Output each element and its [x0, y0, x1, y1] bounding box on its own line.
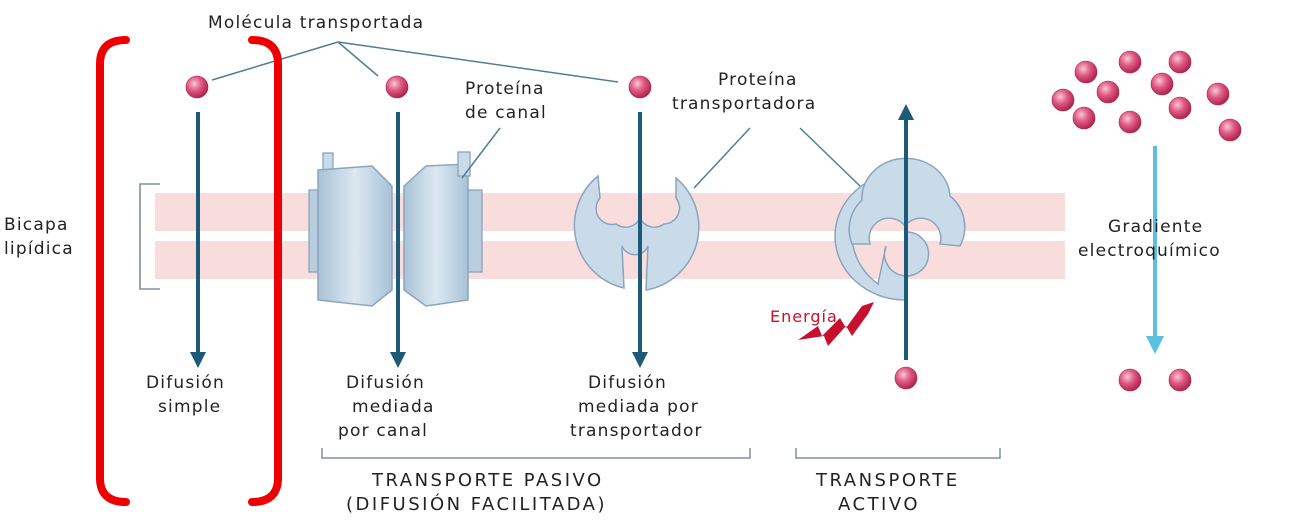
channel-diffusion-label-line1: Difusión	[346, 373, 425, 393]
channel-diffusion-arrowhead	[390, 352, 406, 368]
carrier-protein-pointers	[694, 128, 860, 188]
channel-diffusion-label-line3: por canal	[338, 421, 428, 441]
active-transport-arrowhead	[898, 104, 914, 120]
simple-diffusion-arrowhead	[190, 352, 206, 368]
simple-diffusion-label-line2: simple	[158, 397, 221, 417]
molecule-carrier	[629, 76, 651, 98]
active-transport-bracket	[796, 448, 1000, 458]
passive-transport-bracket	[322, 448, 750, 458]
channel-diffusion-label-line2: mediada	[352, 397, 435, 417]
channel-protein-label-line1: Proteína	[465, 79, 545, 99]
gradient-arrowhead	[1146, 336, 1164, 354]
active-transport-label-line1: TRANSPORTE	[815, 470, 960, 491]
carrier-diffusion-label-line2: mediada por	[578, 397, 699, 417]
channel-protein-label-line2: de canal	[465, 103, 547, 123]
active-transport-label-line2: ACTIVO	[838, 494, 920, 515]
molecule-channel	[386, 76, 408, 98]
molecule-low-right	[1169, 369, 1191, 391]
energy-label: Energía	[770, 307, 838, 326]
bilayer-label-line2: lipídica	[4, 239, 74, 259]
carrier-protein-label-line1: Proteína	[718, 70, 798, 90]
simple-diffusion-label-line1: Difusión	[146, 373, 225, 393]
carrier-diffusion-label-line3: transportador	[570, 421, 703, 441]
passive-transport-label-line1: TRANSPORTE PASIVO	[371, 470, 604, 491]
molecule-simple	[186, 76, 208, 98]
highlight-bracket-left	[100, 40, 126, 502]
gradient-label-line2: electroquímico	[1078, 241, 1221, 261]
passive-transport-label-line2: (DIFUSIÓN FACILITADA)	[346, 493, 607, 515]
molecule-active	[895, 367, 917, 389]
molecule-low-left	[1119, 369, 1141, 391]
carrier-protein-label-line2: transportadora	[672, 94, 816, 114]
molecule-label: Molécula transportada	[208, 13, 424, 33]
carrier-diffusion-arrowhead	[632, 352, 648, 368]
gradient-label-line1: Gradiente	[1108, 217, 1203, 237]
carrier-diffusion-label-line1: Difusión	[588, 373, 667, 393]
bilayer-label-line1: Bicapa	[4, 215, 69, 235]
